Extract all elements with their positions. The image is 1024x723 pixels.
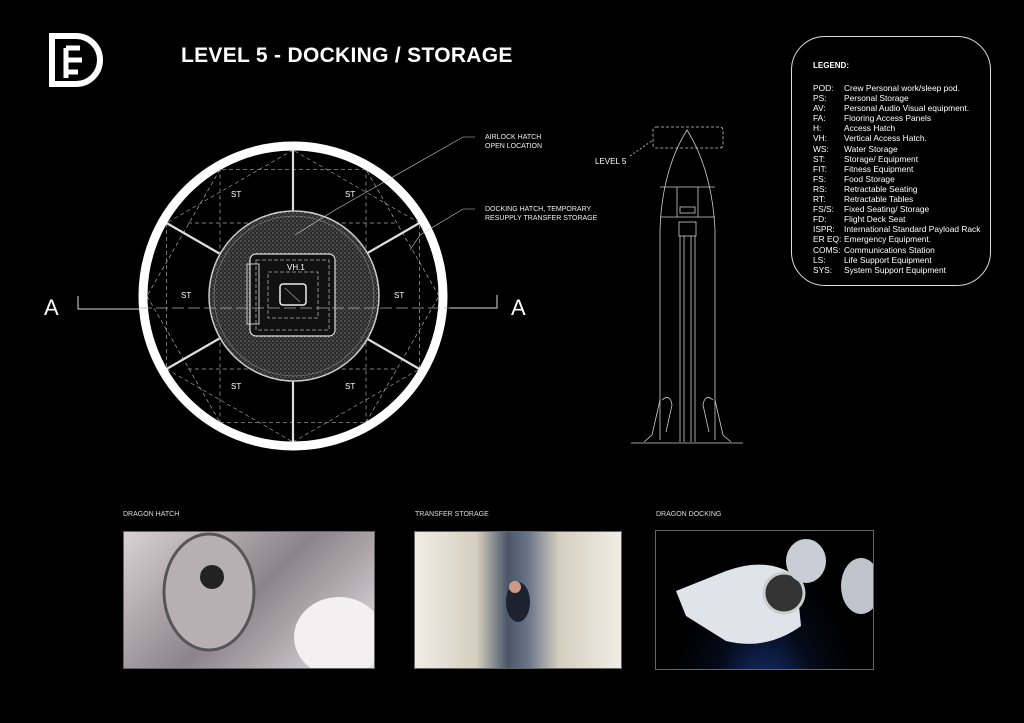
structural-rib xyxy=(166,222,220,255)
legend-key: ISPR: xyxy=(813,224,835,235)
st-label: ST xyxy=(231,382,242,391)
legend-key: FD: xyxy=(813,214,827,225)
legend-item: POD: Crew Personal work/sleep pod. xyxy=(813,83,980,93)
legend-key: VH: xyxy=(813,133,827,144)
legend-item: WS: Water Storage xyxy=(813,144,980,154)
dragon-hatch-photo xyxy=(123,531,375,669)
legend-value: Retractable Seating xyxy=(844,183,918,194)
legend-value: Emergency Equipment. xyxy=(844,234,932,245)
legend-item: AV: Personal Audio Visual equipment. xyxy=(813,103,980,113)
legend-key: WS: xyxy=(813,143,829,154)
legend-key: H: xyxy=(813,123,822,134)
legend-key: AV: xyxy=(813,103,826,114)
note-line: OPEN LOCATION xyxy=(485,143,543,150)
photo-caption: DRAGON DOCKING xyxy=(656,511,722,518)
star-dashed-line xyxy=(292,149,420,224)
legend-item: RS: Retractable Seating xyxy=(813,184,980,194)
legend-item: LS: Life Support Equipment xyxy=(813,255,980,265)
st-label: ST xyxy=(345,382,356,391)
legend-list: POD: Crew Personal work/sleep pod. PS: Pers… xyxy=(813,83,980,275)
note-line: DOCKING HATCH, TEMPORARY xyxy=(485,206,592,213)
legend-item: SYS: System Support Equipment xyxy=(813,265,980,275)
legend-item: FS: Food Storage xyxy=(813,174,980,184)
vertical-hatch-inner xyxy=(279,283,307,306)
legend-value: Personal Storage xyxy=(844,93,909,104)
legend-key: SYS: xyxy=(813,264,833,275)
legend-value: Communications Station xyxy=(844,244,935,255)
legend-value: Retractable Tables xyxy=(844,194,914,205)
starship-elevation-drawing xyxy=(629,126,743,444)
structural-rib xyxy=(366,337,420,370)
legend-key: RS: xyxy=(813,183,827,194)
airlock-hatch-note: AIRLOCK HATCH OPEN LOCATION xyxy=(485,133,542,151)
legend-key: ER EQ: xyxy=(813,234,842,245)
legend-key: FS: xyxy=(813,173,827,184)
legend-item: FIT: Fitness Equipment xyxy=(813,164,980,174)
legend-key: FIT: xyxy=(813,163,827,174)
structural-rib xyxy=(166,337,220,370)
legend-item: FA: Flooring Access Panels xyxy=(813,113,980,123)
legend-item: H: Access Hatch xyxy=(813,123,980,133)
st-label: ST xyxy=(231,190,242,199)
legend-key: POD: xyxy=(813,83,834,93)
legend-key: RT: xyxy=(813,194,826,205)
legend-item: ISPR: International Standard Payload Rack xyxy=(813,224,980,234)
transfer-storage-photo xyxy=(414,531,622,669)
legend-item: FD: Flight Deck Seat xyxy=(813,214,980,224)
legend-value: Crew Personal work/sleep pod. xyxy=(844,83,960,93)
vertical-hatch-label: VH.1 xyxy=(287,263,305,272)
legend-value: Food Storage xyxy=(844,173,895,184)
st-label: ST xyxy=(181,291,192,300)
legend-value: Life Support Equipment xyxy=(844,254,932,265)
outer-hull-ring xyxy=(138,141,448,451)
photo-caption: DRAGON HATCH xyxy=(123,511,180,518)
legend-item: VH: Vertical Access Hatch. xyxy=(813,133,980,143)
dragon-docking-photo xyxy=(655,530,874,670)
star-dashed-line xyxy=(166,149,294,224)
legend-item: FS/S: Fixed Seating/ Storage xyxy=(813,204,980,214)
legend-value: System Support Equipment xyxy=(844,264,946,275)
legend-key: FA: xyxy=(813,113,826,124)
legend-item: RT: Retractable Tables xyxy=(813,194,980,204)
legend-panel: LEGEND: POD: Crew Personal work/sleep pod… xyxy=(791,36,991,286)
legend-key: ST: xyxy=(813,153,826,164)
legend-value: Fixed Seating/ Storage xyxy=(844,204,930,215)
star-dashed-line xyxy=(292,368,420,443)
brand-logo xyxy=(49,33,103,87)
note-line: RESUPPLY TRANSFER STORAGE xyxy=(485,215,598,222)
star-dashed-line xyxy=(166,368,294,443)
legend-value: Vertical Access Hatch. xyxy=(844,133,927,144)
legend-value: Flooring Access Panels xyxy=(844,113,932,124)
section-marker-right: A xyxy=(511,295,526,320)
note-line: AIRLOCK HATCH xyxy=(485,134,542,141)
legend-key: FS/S: xyxy=(813,204,834,215)
legend-title: LEGEND: xyxy=(813,61,849,70)
section-marker-left: A xyxy=(44,295,59,320)
level-5-label: LEVEL 5 xyxy=(595,157,627,166)
structural-rib xyxy=(366,222,420,255)
legend-value: Access Hatch xyxy=(844,123,896,134)
level-plan-drawing xyxy=(77,136,498,451)
legend-item: ST: Storage/ Equipment xyxy=(813,154,980,164)
legend-key: PS: xyxy=(813,93,827,104)
legend-value: Storage/ Equipment xyxy=(844,153,919,164)
legend-key: COMS: xyxy=(813,244,841,255)
legend-item: PS: Personal Storage xyxy=(813,93,980,103)
legend-item: ER EQ:Emergency Equipment. xyxy=(813,234,980,244)
photo-caption: TRANSFER STORAGE xyxy=(415,511,489,518)
docking-hatch-note: DOCKING HATCH, TEMPORARY RESUPPLY TRANSF… xyxy=(485,205,597,223)
st-label: ST xyxy=(345,190,356,199)
legend-value: Flight Deck Seat xyxy=(844,214,906,225)
legend-value: Fitness Equipment xyxy=(844,163,914,174)
legend-value: Personal Audio Visual equipment. xyxy=(844,103,970,114)
legend-value: International Standard Payload Rack xyxy=(844,224,981,235)
st-label: ST xyxy=(394,291,405,300)
page-title: LEVEL 5 - DOCKING / STORAGE xyxy=(181,44,513,67)
legend-value: Water Storage xyxy=(844,143,898,154)
legend-key: LS: xyxy=(813,254,826,265)
legend-item: COMS:Communications Station xyxy=(813,245,980,255)
